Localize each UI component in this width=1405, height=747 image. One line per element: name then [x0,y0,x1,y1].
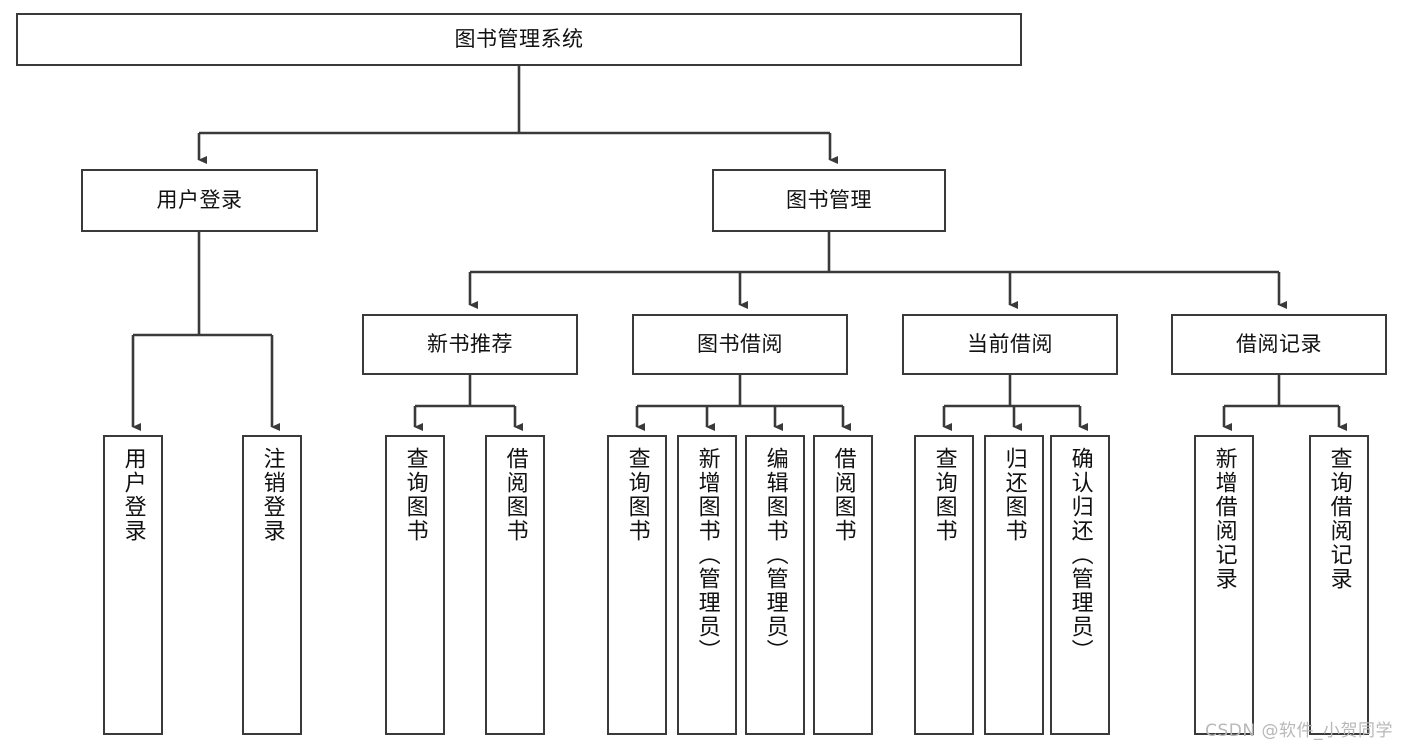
node-book-management[interactable]: 图书管理 [712,169,946,232]
node-book-management-label: 图书管理 [786,187,872,212]
edges-book-borrow-to-leaves [635,375,851,431]
node-book-borrow-label: 图书借阅 [697,331,783,356]
node-leaf-add-borrow-record-label: 新增借阅记录 [1211,447,1237,591]
node-leaf-add-book-admin[interactable]: 新增图书（管理员） [677,435,737,735]
node-leaf-query-book-borrow[interactable]: 查询图书 [607,435,667,735]
node-current-borrow[interactable]: 当前借阅 [902,314,1118,375]
node-leaf-query-book-recommend-label: 查询图书 [402,447,428,543]
node-leaf-query-book-current-label: 查询图书 [931,447,957,543]
node-leaf-add-borrow-record[interactable]: 新增借阅记录 [1194,435,1254,735]
node-new-book-recommend-label: 新书推荐 [427,331,513,356]
node-leaf-borrow-book[interactable]: 借阅图书 [813,435,873,735]
edges-new-book-recommend-to-leaves [413,375,523,431]
node-leaf-return-book-label: 归还图书 [1001,447,1027,543]
edges-book-management-to-level3 [468,232,1287,309]
edges-current-borrow-to-leaves [942,375,1088,431]
watermark-text: CSDN @软件_小贺同学 [1205,721,1393,741]
node-book-borrow[interactable]: 图书借阅 [632,314,848,375]
node-leaf-user-login[interactable]: 用户登录 [103,435,163,735]
node-leaf-query-book-borrow-label: 查询图书 [624,447,650,543]
node-root[interactable]: 图书管理系统 [16,13,1022,66]
node-leaf-edit-book-admin[interactable]: 编辑图书（管理员） [745,435,805,735]
node-current-borrow-label: 当前借阅 [967,331,1053,356]
node-leaf-user-logout-label: 注销登录 [259,447,285,543]
node-leaf-query-borrow-record-label: 查询借阅记录 [1326,447,1352,591]
node-new-book-recommend[interactable]: 新书推荐 [362,314,578,375]
node-leaf-user-login-label: 用户登录 [120,447,146,543]
node-leaf-query-borrow-record[interactable]: 查询借阅记录 [1309,435,1369,735]
node-root-label: 图书管理系统 [454,26,584,51]
node-borrow-records-label: 借阅记录 [1236,331,1322,356]
node-leaf-borrow-book-recommend-label: 借阅图书 [502,447,528,543]
edges-user-login-to-leaves [131,232,280,431]
node-leaf-confirm-return-admin-label: 确认归还（管理员） [1067,447,1093,663]
node-leaf-borrow-book-recommend[interactable]: 借阅图书 [485,435,545,735]
node-user-login-label: 用户登录 [156,187,243,212]
node-leaf-return-book[interactable]: 归还图书 [984,435,1044,735]
node-leaf-borrow-book-label: 借阅图书 [830,447,856,543]
node-leaf-confirm-return-admin[interactable]: 确认归还（管理员） [1050,435,1110,735]
node-user-login[interactable]: 用户登录 [81,169,318,232]
node-borrow-records[interactable]: 借阅记录 [1171,314,1387,375]
node-leaf-query-book-current[interactable]: 查询图书 [914,435,974,735]
node-leaf-edit-book-admin-label: 编辑图书（管理员） [762,447,788,663]
node-leaf-query-book-recommend[interactable]: 查询图书 [385,435,445,735]
edges-root-to-level2 [197,66,838,164]
edges-borrow-records-to-leaves [1222,375,1347,431]
node-leaf-add-book-admin-label: 新增图书（管理员） [694,447,720,663]
node-leaf-user-logout[interactable]: 注销登录 [242,435,302,735]
